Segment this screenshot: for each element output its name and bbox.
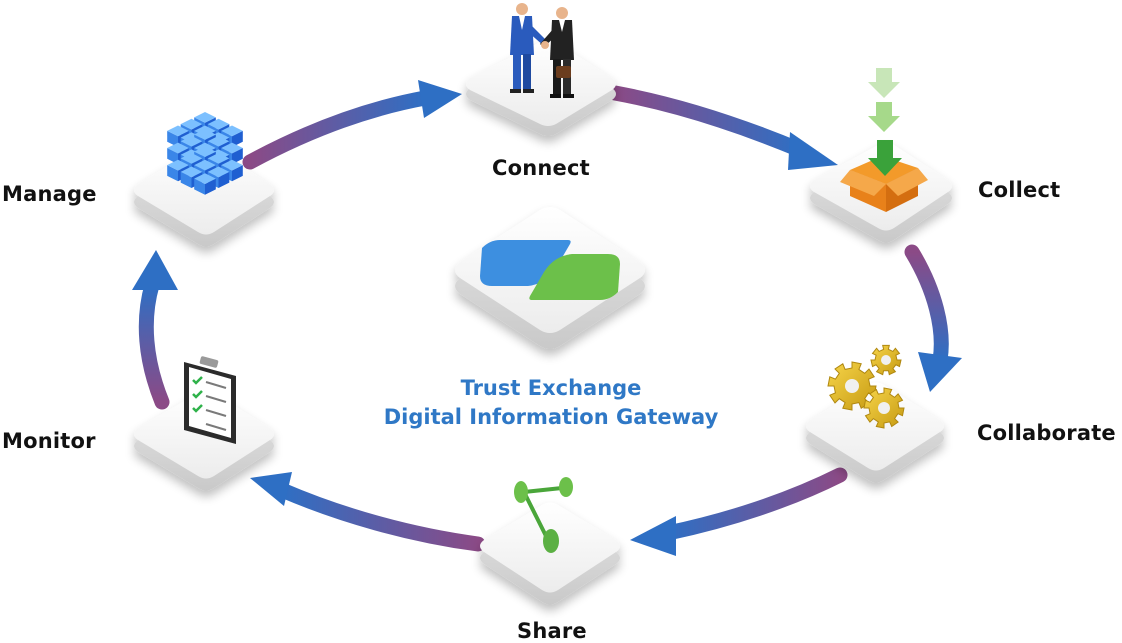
center-title-line1: Trust Exchange xyxy=(460,376,642,400)
arrow-connect-to-collect xyxy=(607,85,838,170)
step-label-collaborate: Collaborate xyxy=(977,421,1116,445)
platform-share xyxy=(480,502,620,605)
arrow-share-to-monitor xyxy=(250,472,486,552)
step-label-monitor: Monitor xyxy=(2,429,96,453)
arrow-collaborate-to-share xyxy=(630,467,848,556)
step-label-manage: Manage xyxy=(2,182,97,206)
step-label-share: Share xyxy=(517,619,587,643)
arrow-collect-to-collaborate xyxy=(904,244,962,392)
arrow-manage-to-connect xyxy=(242,80,462,170)
platform-collaborate xyxy=(806,382,944,483)
trust-exchange-logo-icon xyxy=(480,240,620,300)
share-nodes-icon xyxy=(514,477,573,553)
step-label-collect: Collect xyxy=(978,178,1061,202)
handshake-icon xyxy=(510,3,574,98)
gears-icon xyxy=(827,344,905,429)
step-label-connect: Connect xyxy=(492,156,590,180)
clipboard-checklist-icon xyxy=(184,356,236,444)
arrow-monitor-to-manage xyxy=(132,250,178,410)
data-cube-icon xyxy=(167,112,243,195)
platform-connect xyxy=(466,40,616,136)
center-title-line2: Digital Information Gateway xyxy=(383,405,719,429)
box-download-icon xyxy=(840,68,928,212)
